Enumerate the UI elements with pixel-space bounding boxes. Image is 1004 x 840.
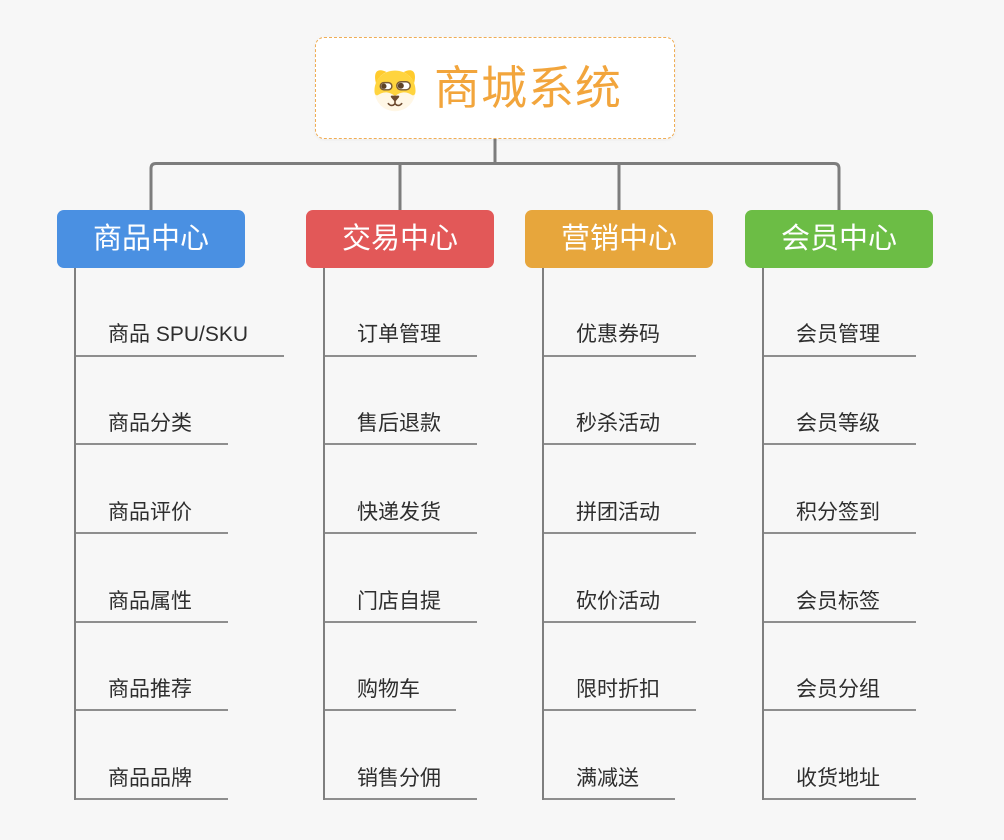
leaf-topic-label: 会员管理: [796, 323, 880, 347]
leaf-topic[interactable]: 优惠券码: [544, 268, 696, 357]
leaf-topic[interactable]: 订单管理: [325, 268, 477, 357]
leaf-topic[interactable]: 快递发货: [325, 445, 477, 535]
leaf-topic[interactable]: 积分签到: [764, 445, 916, 535]
leaf-topic-label: 门店自提: [357, 589, 441, 613]
root-topic[interactable]: 商城系统: [315, 37, 675, 139]
leaf-topic-label: 拼团活动: [576, 500, 660, 524]
leaf-topic[interactable]: 商品推荐: [76, 623, 228, 712]
leaf-topic[interactable]: 购物车: [325, 623, 456, 712]
leaf-topic-label: 订单管理: [357, 323, 441, 347]
leaf-topic-label: 会员分组: [796, 678, 880, 702]
leaf-topic[interactable]: 商品品牌: [76, 711, 228, 801]
branch-topic-member-center[interactable]: 会员中心: [745, 210, 933, 268]
branch-children: 优惠券码秒杀活动拼团活动砍价活动限时折扣满减送: [542, 268, 713, 801]
leaf-topic-label: 会员标签: [796, 589, 880, 613]
branch-topic-trade-center[interactable]: 交易中心: [306, 210, 494, 268]
leaf-topic-label: 优惠券码: [576, 323, 660, 347]
leaf-topic[interactable]: 商品属性: [76, 534, 228, 623]
branch-topic-label: 会员中心: [780, 222, 897, 255]
branch-children: 商品 SPU/SKU 商品分类商品评价商品属性商品推荐商品品牌: [74, 268, 285, 801]
leaf-topic-label: 购物车: [357, 678, 420, 702]
leaf-topic[interactable]: 会员分组: [764, 623, 916, 712]
leaf-topic[interactable]: 限时折扣: [544, 623, 696, 712]
leaf-topic[interactable]: 满减送: [544, 711, 675, 801]
branch-topic-marketing-center[interactable]: 营销中心: [525, 210, 713, 268]
root-topic-label: 商城系统: [434, 62, 622, 114]
leaf-topic-label: 商品评价: [108, 500, 192, 524]
leaf-topic-label: 会员等级: [796, 412, 880, 436]
leaf-topic[interactable]: 秒杀活动: [544, 357, 696, 446]
dog-face-icon: [374, 70, 416, 112]
branch-topic-label: 交易中心: [341, 222, 458, 255]
leaf-topic-label: 限时折扣: [576, 678, 660, 702]
branch-children: 会员管理会员等级积分签到会员标签会员分组收货地址: [762, 268, 933, 801]
leaf-topic-label: 收货地址: [796, 766, 880, 790]
leaf-topic-label: 商品分类: [108, 412, 192, 436]
leaf-topic-label: 秒杀活动: [576, 412, 660, 436]
branch-topic-label: 商品中心: [92, 222, 209, 255]
leaf-topic-label: 快递发货: [357, 500, 441, 524]
leaf-topic[interactable]: 砍价活动: [544, 534, 696, 623]
leaf-topic-label: 积分签到: [796, 500, 880, 524]
leaf-topic[interactable]: 售后退款: [325, 357, 477, 446]
leaf-topic-label: 砍价活动: [576, 589, 660, 613]
branch-column-product-center: 商品中心 商品 SPU/SKU 商品分类商品评价商品属性商品推荐商品品牌: [57, 210, 285, 801]
leaf-topic-label: 满减送: [576, 766, 639, 790]
leaf-topic-label: 商品属性: [108, 589, 192, 613]
leaf-topic[interactable]: 收货地址: [764, 711, 916, 801]
branch-column-trade-center: 交易中心 订单管理售后退款快递发货门店自提购物车销售分佣: [306, 210, 494, 801]
leaf-topic[interactable]: 拼团活动: [544, 445, 696, 535]
branch-topic-product-center[interactable]: 商品中心: [57, 210, 245, 268]
leaf-topic[interactable]: 销售分佣: [325, 711, 477, 801]
leaf-topic[interactable]: 商品评价: [76, 445, 228, 535]
leaf-topic[interactable]: 会员标签: [764, 534, 916, 623]
leaf-topic[interactable]: 商品分类: [76, 357, 228, 446]
branch-topic-label: 营销中心: [560, 222, 677, 255]
leaf-topic[interactable]: 会员管理: [764, 268, 916, 357]
leaf-topic-label: 商品品牌: [108, 766, 192, 790]
leaf-topic[interactable]: 商品 SPU/SKU: [76, 268, 285, 357]
leaf-topic-label: 销售分佣: [357, 766, 441, 790]
branch-column-marketing-center: 营销中心 优惠券码秒杀活动拼团活动砍价活动限时折扣满减送: [525, 210, 713, 801]
branch-column-member-center: 会员中心 会员管理会员等级积分签到会员标签会员分组收货地址: [745, 210, 933, 801]
leaf-topic-label: 售后退款: [357, 412, 441, 436]
leaf-topic[interactable]: 门店自提: [325, 534, 477, 623]
leaf-topic[interactable]: 会员等级: [764, 357, 916, 446]
leaf-topic-label: 商品推荐: [108, 678, 192, 702]
leaf-topic-label: 商品 SPU/SKU: [108, 323, 249, 347]
branch-children: 订单管理售后退款快递发货门店自提购物车销售分佣: [323, 268, 494, 801]
